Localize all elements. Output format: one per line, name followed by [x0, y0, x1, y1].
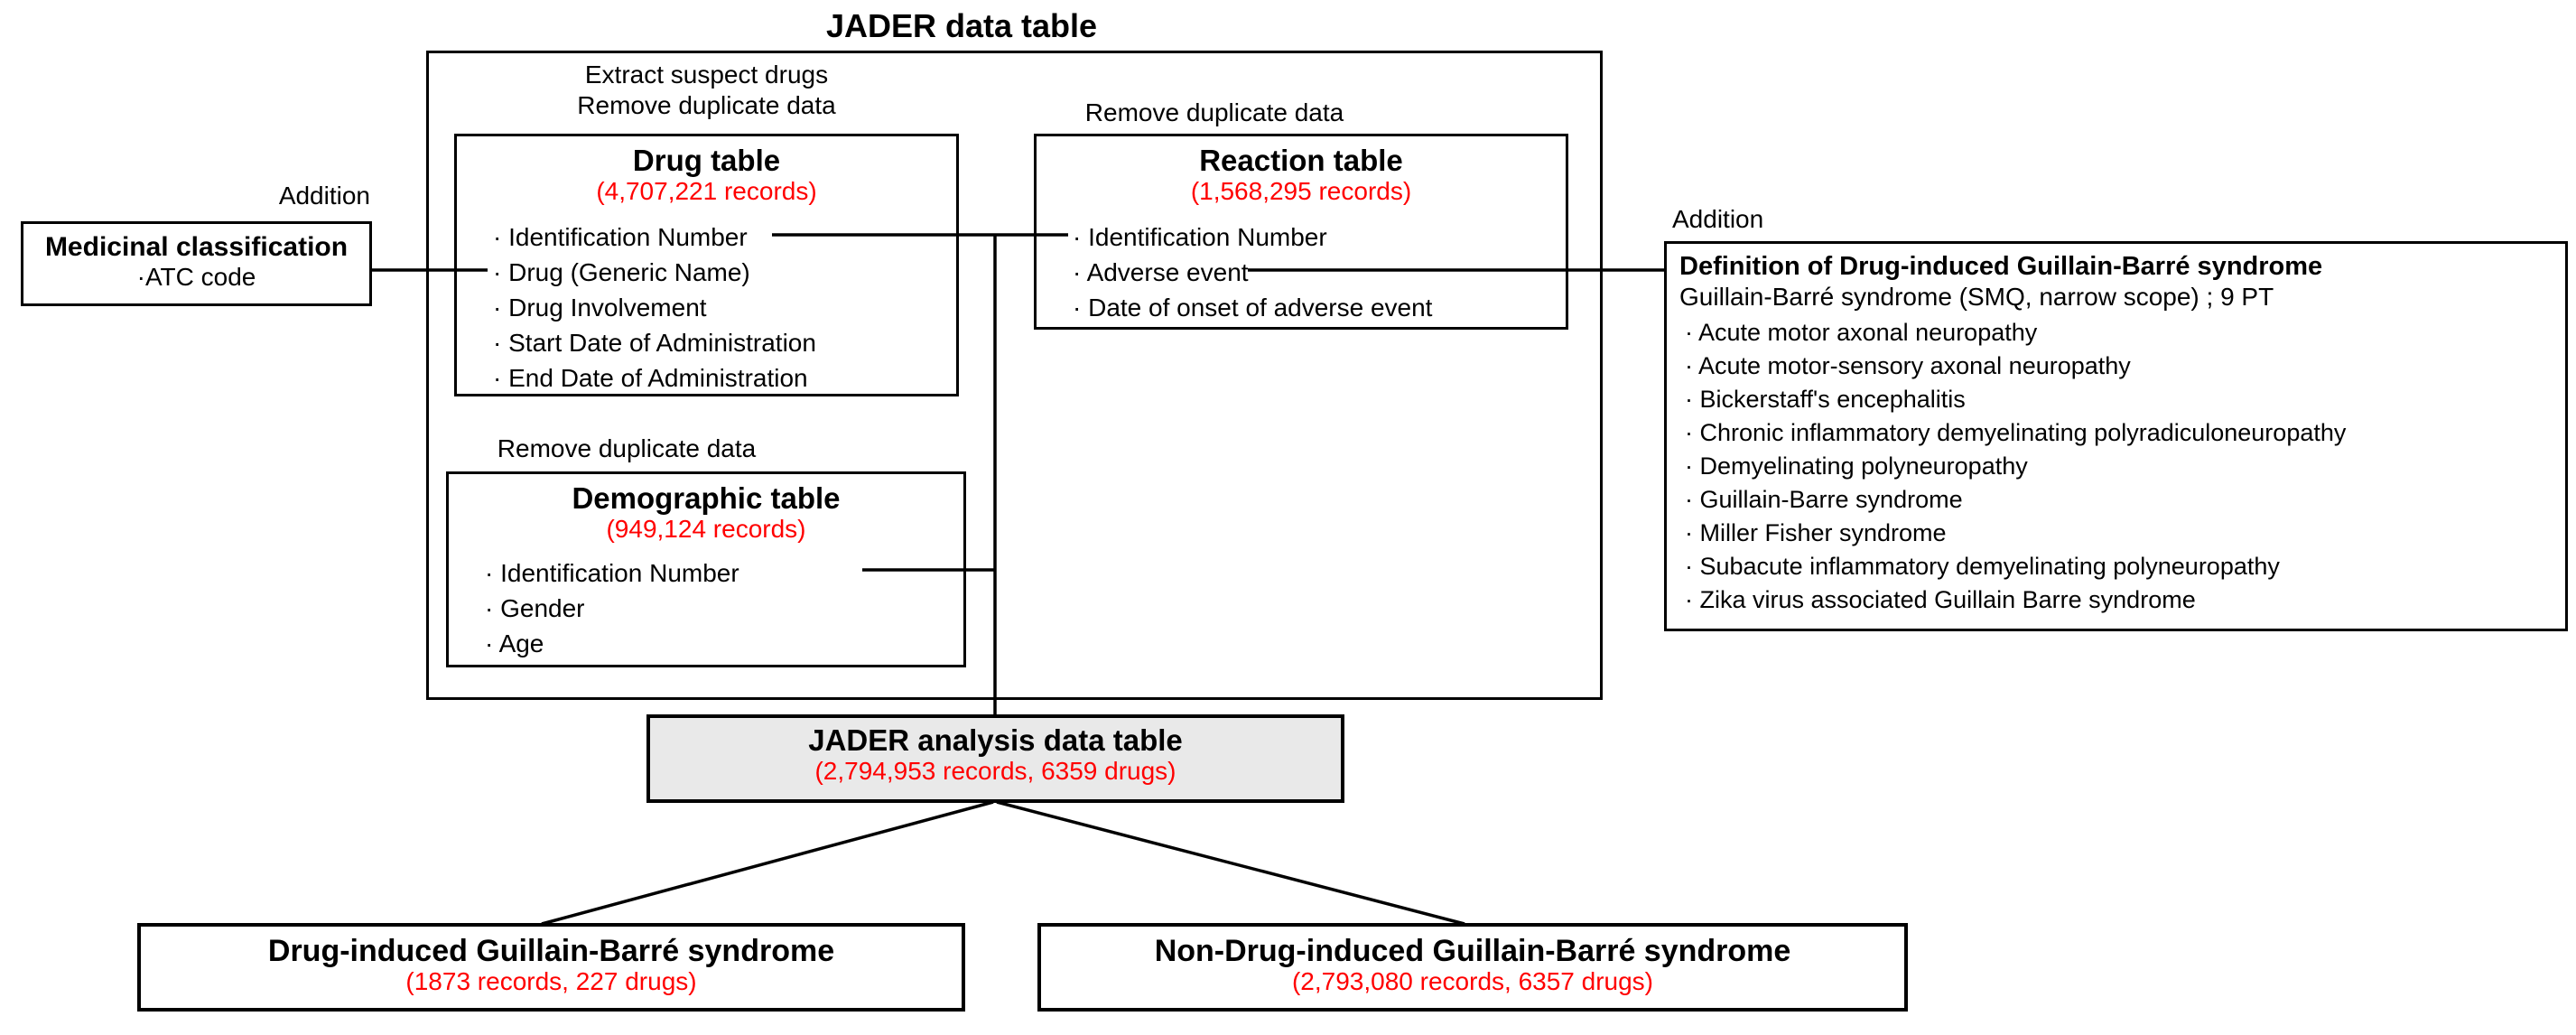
- drug-induced-gbs-box: Drug-induced Guillain-Barré syndrome (18…: [137, 923, 965, 1012]
- demographic-table-items: Identification Number Gender Age: [449, 555, 963, 661]
- drug-table-records: (4,707,221 records): [596, 177, 817, 205]
- remove-duplicate-label-reaction: Remove duplicate data: [1084, 98, 1344, 126]
- list-item: Acute motor-sensory axonal neuropathy: [1685, 350, 2556, 383]
- analysis-box-title: JADER analysis data table: [808, 723, 1183, 757]
- addition-label-right: Addition: [1672, 205, 1764, 233]
- list-item: Bickerstaff's encephalitis: [1685, 383, 2556, 416]
- list-item: End Date of Administration: [493, 360, 956, 396]
- non-drug-induced-gbs-title: Non-Drug-induced Guillain-Barré syndrome: [1154, 934, 1791, 968]
- line-analysis-to-non-drug-induced: [996, 800, 1465, 926]
- atc-code-item: ATC code: [23, 263, 369, 292]
- reaction-table-items: Identification Number Adverse event Date…: [1037, 219, 1566, 325]
- addition-label-left: Addition: [278, 182, 370, 210]
- drug-induced-gbs-records: (1873 records, 227 drugs): [405, 967, 697, 995]
- list-item: Gender: [485, 591, 963, 626]
- reaction-table-box: Reaction table (1,568,295 records) Ident…: [1034, 134, 1568, 330]
- gbs-pt-list: Acute motor axonal neuropathy Acute moto…: [1679, 316, 2556, 617]
- demographic-table-title: Demographic table: [572, 481, 841, 515]
- list-item: Acute motor axonal neuropathy: [1685, 316, 2556, 350]
- list-item: Adverse event: [1073, 255, 1566, 290]
- extract-suspect-drugs-label: Extract suspect drugs: [584, 61, 829, 89]
- demographic-table-box: Demographic table (949,124 records) Iden…: [446, 471, 966, 667]
- remove-duplicate-label-drug: Remove duplicate data: [577, 91, 836, 119]
- list-item: Age: [485, 626, 963, 661]
- list-item: Demyelinating polyneuropathy: [1685, 450, 2556, 483]
- gbs-definition-subtitle: Guillain-Barré syndrome (SMQ, narrow sco…: [1679, 283, 2274, 311]
- analysis-box-records: (2,794,953 records, 6359 drugs): [814, 757, 1176, 785]
- list-item: Subacute inflammatory demyelinating poly…: [1685, 550, 2556, 583]
- medicinal-classification-box: Medicinal classification ATC code: [21, 221, 372, 306]
- remove-duplicate-label-demographic: Remove duplicate data: [497, 434, 757, 462]
- list-item: Date of onset of adverse event: [1073, 290, 1566, 325]
- jader-analysis-data-table-box: JADER analysis data table (2,794,953 rec…: [646, 714, 1344, 803]
- list-item: Zika virus associated Guillain Barre syn…: [1685, 583, 2556, 617]
- drug-table-items: Identification Number Drug (Generic Name…: [457, 219, 956, 396]
- list-item: Drug (Generic Name): [493, 255, 956, 290]
- list-item: Drug Involvement: [493, 290, 956, 325]
- reaction-table-records: (1,568,295 records): [1190, 177, 1412, 205]
- gbs-definition-title: Definition of Drug-induced Guillain-Barr…: [1679, 252, 2323, 281]
- drug-table-title: Drug table: [632, 144, 781, 177]
- list-item: Guillain-Barre syndrome: [1685, 483, 2556, 517]
- list-item: Start Date of Administration: [493, 325, 956, 360]
- gbs-definition-box: Definition of Drug-induced Guillain-Barr…: [1664, 241, 2568, 631]
- list-item: Identification Number: [1073, 219, 1566, 255]
- list-item: Chronic inflammatory demyelinating polyr…: [1685, 416, 2556, 450]
- drug-induced-gbs-title: Drug-induced Guillain-Barré syndrome: [267, 934, 835, 968]
- medicinal-classification-title: Medicinal classification: [44, 232, 349, 262]
- demographic-table-records: (949,124 records): [606, 515, 806, 543]
- drug-table-box: Drug table (4,707,221 records) Identific…: [454, 134, 959, 396]
- jader-data-table-container: [426, 51, 1603, 700]
- list-item: Identification Number: [485, 555, 963, 591]
- page-title: JADER data table: [825, 7, 1098, 44]
- non-drug-induced-gbs-records: (2,793,080 records, 6357 drugs): [1291, 967, 1654, 995]
- non-drug-induced-gbs-box: Non-Drug-induced Guillain-Barré syndrome…: [1037, 923, 1908, 1012]
- extract-remove-label: Extract suspect drugs Remove duplicate d…: [454, 60, 959, 121]
- list-item: Identification Number: [493, 219, 956, 255]
- reaction-table-title: Reaction table: [1199, 144, 1403, 177]
- line-analysis-to-drug-induced: [541, 800, 994, 926]
- list-item: Miller Fisher syndrome: [1685, 517, 2556, 550]
